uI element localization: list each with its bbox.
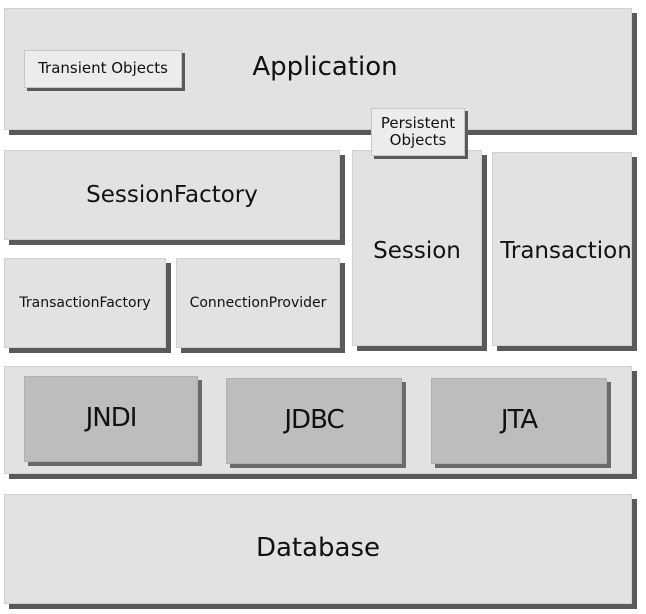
transaction-box: [492, 152, 632, 346]
session-factory-box: [4, 150, 340, 240]
transaction-factory-box: [4, 258, 166, 348]
connection-provider-label: ConnectionProvider: [189, 294, 327, 311]
database-label: Database: [255, 533, 381, 564]
transaction-label: Transaction: [500, 237, 632, 264]
transient-objects-box: [24, 50, 182, 88]
database-box: [4, 494, 632, 604]
jdbc-label: JDBC: [284, 405, 344, 436]
transient-objects-label: Transient Objects: [38, 59, 168, 78]
transaction-factory-label: TransactionFactory: [19, 294, 151, 311]
jndi-label: JNDI: [85, 403, 138, 434]
persistent-objects-box: [371, 108, 465, 156]
connection-provider-box: [176, 258, 340, 348]
persistent-objects-label: Persistent Objects: [380, 113, 456, 149]
session-factory-label: SessionFactory: [86, 181, 258, 208]
session-label: Session: [373, 237, 461, 264]
jta-label: JTA: [500, 405, 538, 436]
application-label: Application: [252, 52, 398, 83]
session-box: [352, 150, 482, 346]
jndi-box: [24, 376, 198, 462]
jta-box: [431, 378, 607, 464]
jdbc-box: [226, 378, 402, 464]
